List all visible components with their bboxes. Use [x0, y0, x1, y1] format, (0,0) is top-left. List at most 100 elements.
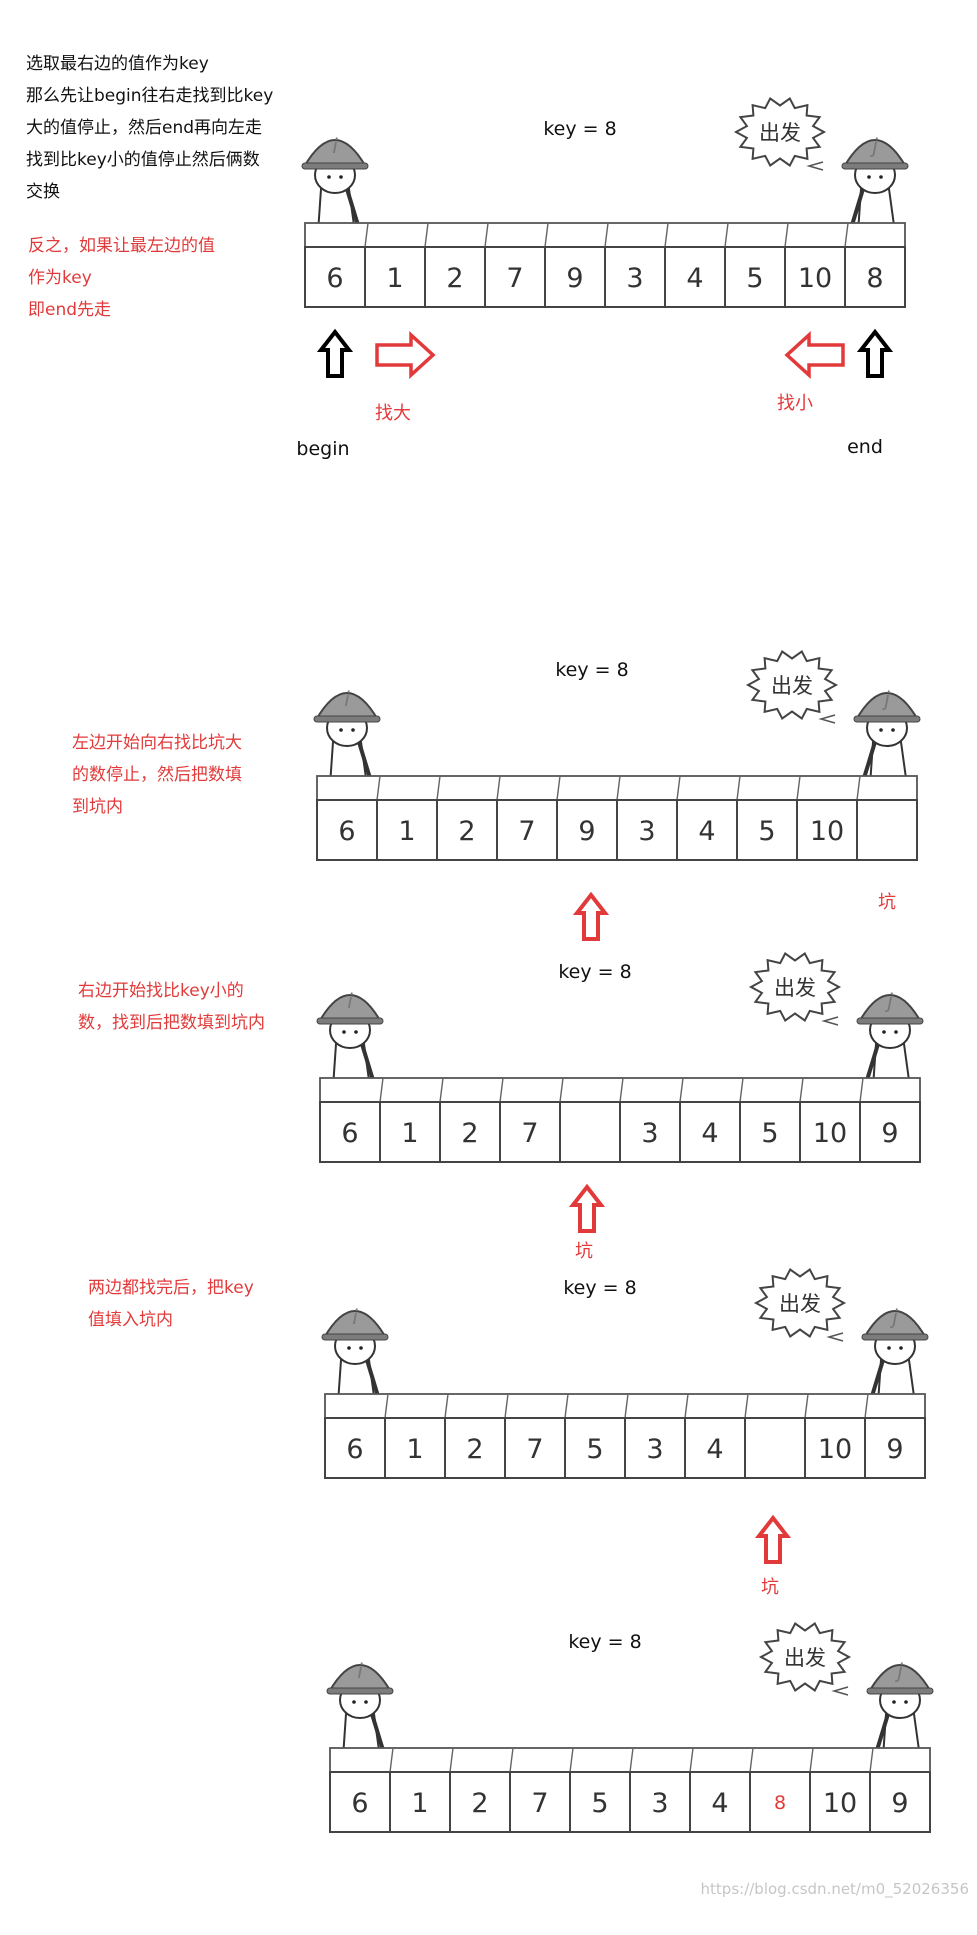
step-2-note: 左边开始向右找比坑大 的数停止，然后把数填 到坑内 — [72, 727, 312, 823]
cell-box — [739, 1101, 801, 1163]
key-label: key = 8 — [568, 1631, 641, 1653]
pit-arrow-icon — [754, 1514, 792, 1564]
array-ledge — [319, 1077, 921, 1103]
cell-box — [319, 1101, 381, 1163]
eye — [347, 1346, 351, 1350]
key-label: key = 8 — [543, 118, 616, 140]
cell-box — [444, 1417, 506, 1479]
ledge-divider — [569, 1747, 574, 1773]
eye — [867, 175, 871, 179]
helmet-letter: i — [352, 1305, 358, 1329]
cell-value: 4 — [706, 1434, 723, 1465]
array-cell: 4 — [676, 799, 738, 861]
eye — [359, 1346, 363, 1350]
cell-box — [799, 1101, 861, 1163]
array-cell: 5 — [569, 1771, 631, 1833]
step-4-note-line: 两边都找完后，把key — [88, 1278, 254, 1298]
ledge-divider — [624, 1393, 629, 1419]
step-4-note: 两边都找完后，把key 值填入坑内 — [88, 1272, 328, 1336]
array-cell: 5 — [564, 1417, 626, 1479]
ledge-divider — [856, 775, 861, 801]
cell-value: 1 — [401, 1118, 418, 1149]
helmet-brim — [861, 1333, 929, 1341]
ledge-divider — [424, 222, 429, 248]
ledge-divider — [499, 1077, 504, 1103]
cell-value: 6 — [338, 816, 355, 847]
end-label: end — [847, 436, 883, 458]
cell-value: 3 — [626, 263, 643, 294]
array-cell: 7 — [484, 246, 546, 308]
intro-text: 选取最右边的值作为key 那么先让begin往右走找到比key 大的值停止，然后… — [26, 48, 296, 208]
ledge-divider — [504, 1393, 509, 1419]
eye — [879, 728, 883, 732]
cell-value: 9 — [886, 1434, 903, 1465]
ledge-divider — [379, 1077, 384, 1103]
left-arrow-icon — [784, 331, 845, 379]
array-cell: 7 — [509, 1771, 571, 1833]
cell-box — [744, 1417, 806, 1479]
array-cell: 4 — [684, 1417, 746, 1479]
start-sign-label: 出发 — [774, 976, 816, 1000]
array-cell: 2 — [444, 1417, 506, 1479]
ledge-divider — [619, 1077, 624, 1103]
intro-line: 交换 — [26, 182, 60, 202]
eye — [894, 1030, 898, 1034]
array-cell: 1 — [384, 1417, 446, 1479]
array-cell: 2 — [436, 799, 498, 861]
helmet-letter: i — [344, 687, 350, 711]
cell-value: 9 — [891, 1788, 908, 1819]
eye — [887, 1346, 891, 1350]
start-sign-label: 出发 — [784, 1646, 826, 1670]
pit-arrow-icon — [572, 891, 610, 941]
cell-box — [324, 1417, 386, 1479]
start-sign-label: 出发 — [779, 1292, 821, 1316]
array-cell: 7 — [499, 1101, 561, 1163]
motion-mark-icon — [826, 1332, 844, 1342]
array-cell: 9 — [859, 1101, 921, 1163]
cell-box — [804, 1417, 866, 1479]
array-cell: 5 — [736, 799, 798, 861]
burst-shape — [748, 952, 842, 1022]
ledge-divider — [509, 1747, 514, 1773]
cell-value: 3 — [638, 816, 655, 847]
cell-box — [844, 246, 906, 308]
cell-box — [856, 799, 918, 861]
array-cell — [559, 1101, 621, 1163]
ledge-divider — [749, 1747, 754, 1773]
helmet-brim — [326, 1687, 394, 1695]
ledge-divider — [744, 1393, 749, 1419]
cell-box — [376, 799, 438, 861]
helmet-letter: j — [894, 1659, 903, 1683]
helmet-brim — [853, 715, 921, 723]
ledge-divider — [564, 1393, 569, 1419]
cell-box — [796, 799, 858, 861]
ledge-divider — [436, 775, 441, 801]
ledge-divider — [444, 1393, 449, 1419]
array-cell: 1 — [376, 799, 438, 861]
cell-value: 9 — [881, 1118, 898, 1149]
begin-label: begin — [296, 438, 349, 460]
intro-line: 找到比key小的值停止然后俩数 — [26, 150, 260, 170]
cell-box — [869, 1771, 931, 1833]
ledge-divider — [724, 222, 729, 248]
cell-box — [379, 1101, 441, 1163]
pit-label: 坑 — [878, 892, 896, 913]
step-3-note: 右边开始找比key小的 数，找到后把数填到坑内 — [78, 975, 318, 1039]
burst-shape — [758, 1622, 852, 1692]
eye — [899, 1346, 903, 1350]
cell-value: 10 — [810, 816, 844, 847]
array-cell: 6 — [319, 1101, 381, 1163]
cell-value: 7 — [518, 816, 535, 847]
array-cell: 7 — [496, 799, 558, 861]
array-cell: 10 — [809, 1771, 871, 1833]
cell-value: 3 — [641, 1118, 658, 1149]
cell-value: 5 — [586, 1434, 603, 1465]
eye — [327, 175, 331, 179]
cell-box — [559, 1101, 621, 1163]
array-cell: 3 — [619, 1101, 681, 1163]
ledge-divider — [616, 775, 621, 801]
array-cell: 3 — [616, 799, 678, 861]
